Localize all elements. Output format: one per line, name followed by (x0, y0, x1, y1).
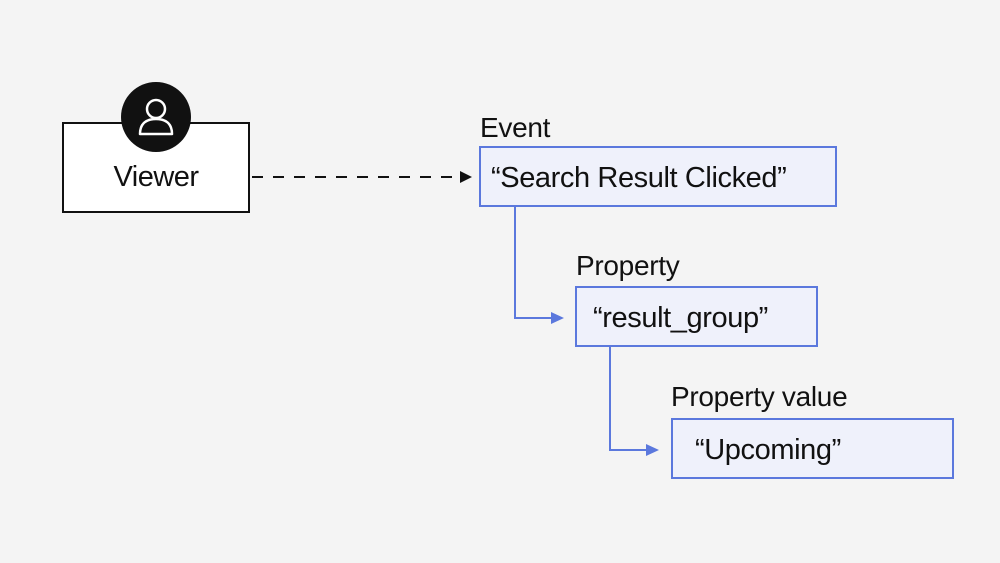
connector-event-to-property (514, 207, 553, 319)
connector-property-to-value (609, 347, 648, 451)
arrowhead-event-to-property (551, 312, 564, 324)
property-value-box: “Upcoming” (671, 418, 954, 479)
property-value-value: “Upcoming” (695, 434, 841, 466)
event-heading: Event (480, 112, 551, 143)
arrowhead-viewer-to-event (460, 171, 472, 183)
property-value-heading: Property value (671, 381, 848, 412)
arrowhead-property-to-value (646, 444, 659, 456)
property-heading: Property (576, 250, 680, 281)
event-value: “Search Result Clicked” (491, 162, 787, 194)
event-box: “Search Result Clicked” (479, 146, 837, 207)
property-value-text: “result_group” (593, 302, 768, 334)
viewer-label: Viewer (113, 161, 199, 193)
property-box: “result_group” (575, 286, 818, 347)
user-icon (121, 82, 191, 152)
